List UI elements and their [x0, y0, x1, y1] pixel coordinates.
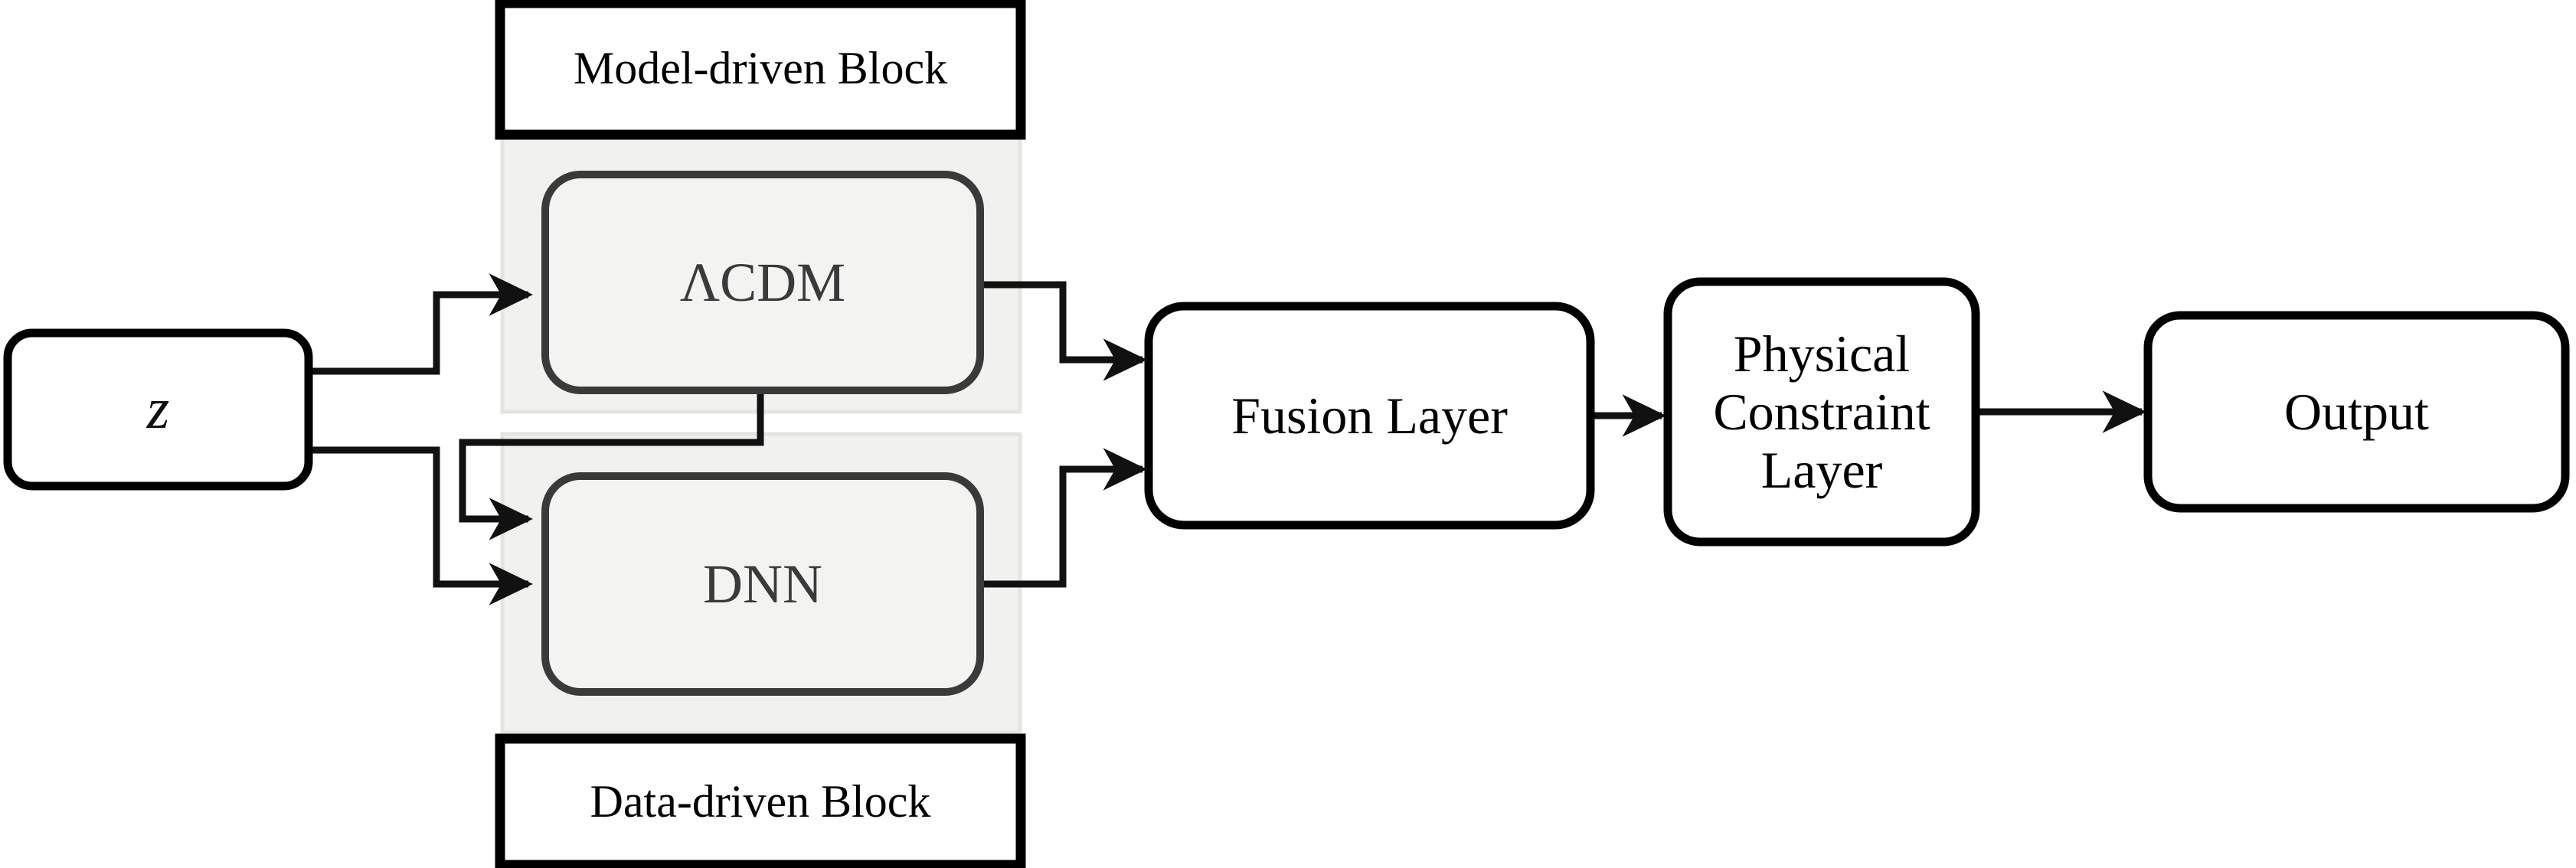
node-lcdm-shape[interactable]	[541, 171, 984, 394]
edge-dnn-to-fusion	[980, 448, 1147, 588]
edge-z-to-lcdm	[310, 273, 533, 375]
edge-z-to-dnn	[310, 446, 533, 605]
node-input-z-shape[interactable]	[3, 328, 313, 491]
node-model-driven-block-shape[interactable]	[495, 0, 1026, 140]
edge-lcdm-to-fusion	[980, 281, 1147, 381]
node-dnn-shape[interactable]	[541, 472, 984, 696]
node-physical-constraint-layer-shape[interactable]	[1663, 277, 1980, 547]
edge-lcdm-to-dnn	[459, 390, 764, 540]
node-data-driven-block-shape[interactable]	[495, 733, 1026, 868]
node-fusion-layer-shape[interactable]	[1144, 302, 1595, 530]
node-output-shape[interactable]	[2143, 311, 2570, 513]
